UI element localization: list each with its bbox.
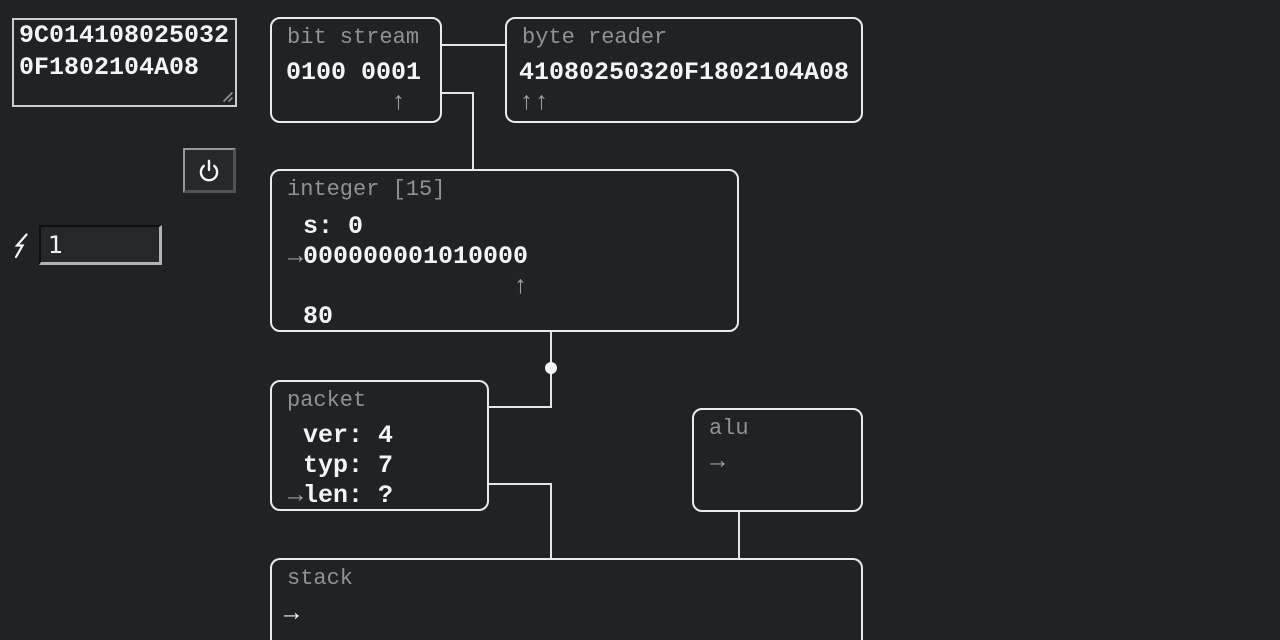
bit-stream-cursor-icon: ↑ <box>286 88 407 117</box>
alu-box: alu → <box>692 408 863 512</box>
stack-title: stack <box>287 566 354 591</box>
alu-title: alu <box>709 416 749 441</box>
integer-box: integer [15] s: 0 →000000001010000 ↑ 80 <box>270 169 739 332</box>
bit-stream-bits: 0100 0001 <box>286 58 422 87</box>
integer-bits-line: →000000001010000 <box>288 242 737 272</box>
connector-packet-stack-h <box>488 483 552 485</box>
packet-box: packet ver: 4 typ: 7 →len: ? <box>270 380 489 511</box>
integer-title: integer [15] <box>287 177 446 202</box>
step-input[interactable] <box>39 225 162 265</box>
power-icon <box>199 159 219 181</box>
integer-bits: 000000001010000 <box>303 242 529 271</box>
hex-input-textarea[interactable]: 9C0141080250320F1802104A08 <box>12 18 237 107</box>
power-button[interactable] <box>183 148 236 193</box>
stack-pointer-icon: → <box>284 599 300 628</box>
alu-pointer-icon: → <box>710 447 726 476</box>
packet-ver-line: ver: 4 <box>288 421 394 450</box>
byte-reader-box: byte reader 41080250320F1802104A08 ↑↑ <box>505 17 863 123</box>
packet-len-text: len: ? <box>303 481 394 510</box>
stack-box: stack → <box>270 558 863 640</box>
connector-packet-stack-v <box>550 483 552 560</box>
byte-reader-cursor-icon: ↑↑ <box>519 88 550 117</box>
packet-title: packet <box>287 388 367 413</box>
pointer-arrow-icon: → <box>288 481 304 510</box>
integer-cursor-icon: ↑ <box>288 272 529 301</box>
integer-value-line: 80 <box>288 302 334 331</box>
connector-node-dot <box>545 362 557 374</box>
byte-reader-bytes: 41080250320F1802104A08 <box>519 58 850 87</box>
pointer-arrow-icon: → <box>288 242 304 271</box>
integer-sign-line: s: 0 <box>288 212 364 241</box>
connector-bitstream-integer-h <box>440 92 474 94</box>
connector-alu-stack-v <box>738 510 740 560</box>
packet-typ-line: typ: 7 <box>288 451 394 480</box>
connector-integer-packet-h <box>488 406 552 408</box>
connector-bitstream-bytereader <box>440 44 506 46</box>
byte-reader-title: byte reader <box>522 25 668 50</box>
bit-stream-box: bit stream 0100 0001 ↑ <box>270 17 442 123</box>
packet-len-line: →len: ? <box>288 481 487 511</box>
lightning-icon <box>14 233 28 259</box>
connector-bitstream-integer-v <box>472 92 474 170</box>
bit-stream-title: bit stream <box>287 25 420 50</box>
